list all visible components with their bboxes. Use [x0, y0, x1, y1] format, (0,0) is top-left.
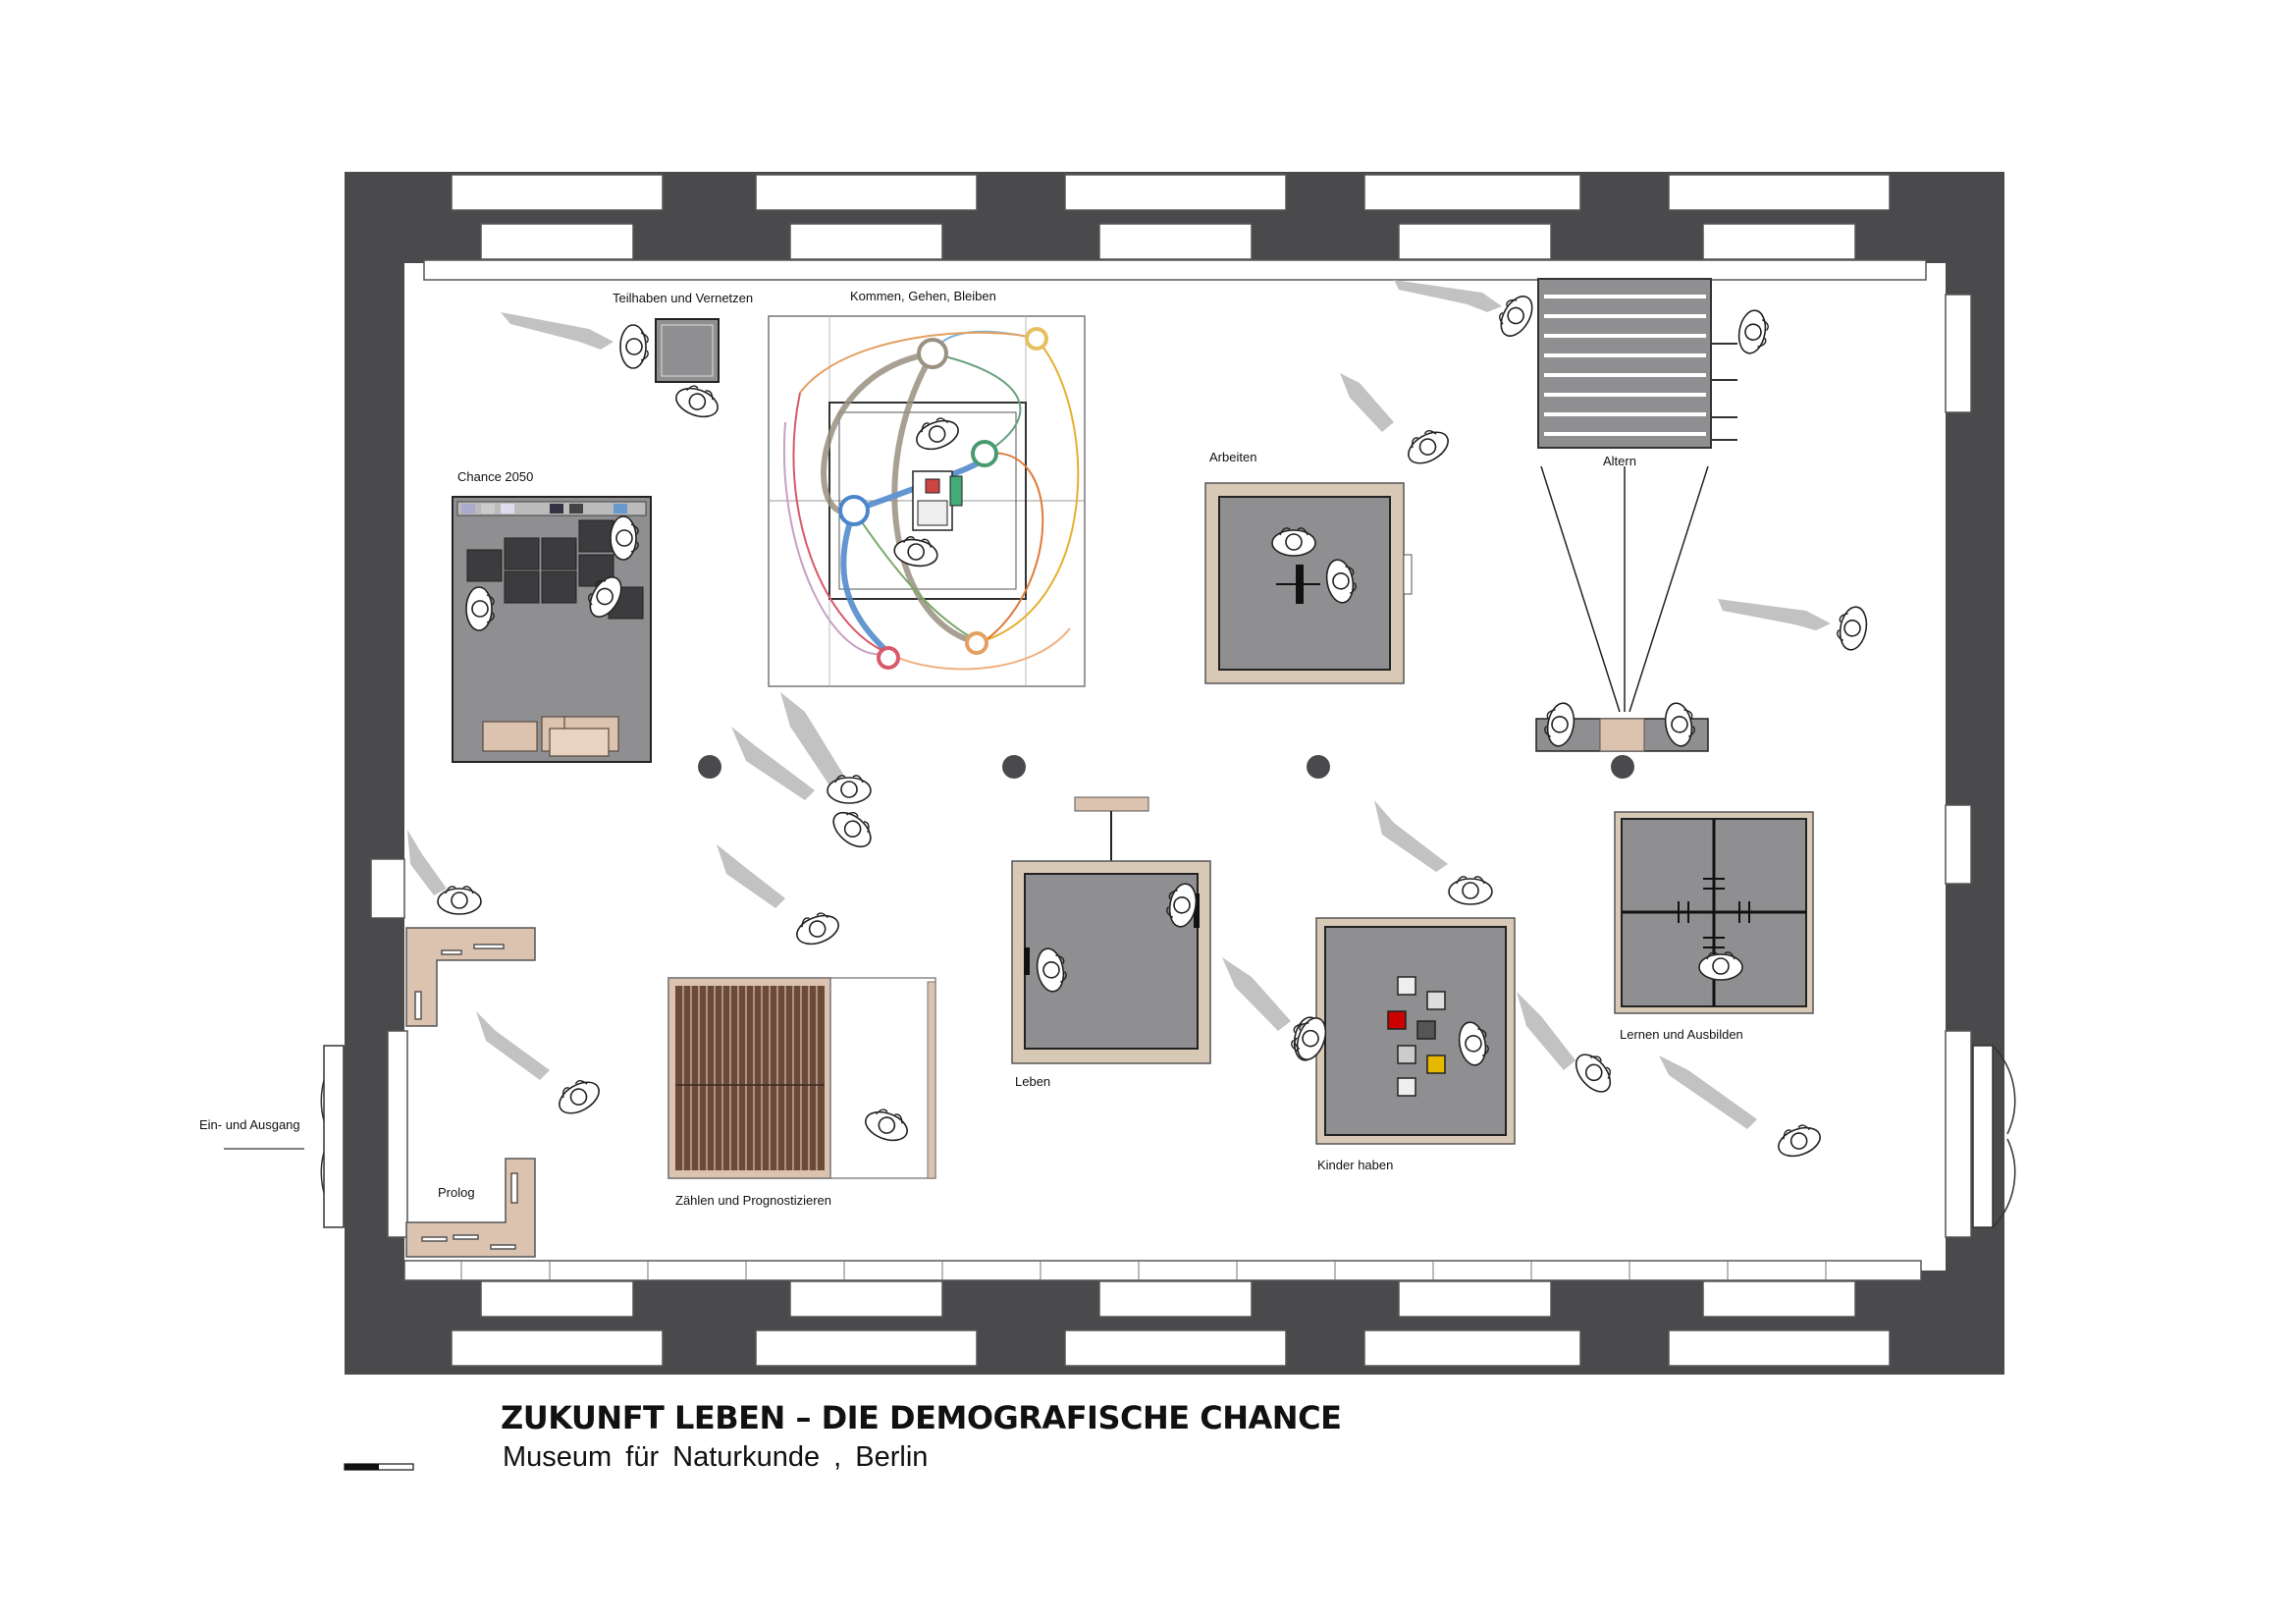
- zone-prolog: [405, 927, 536, 1258]
- label-arbeiten: Arbeiten: [1209, 450, 1256, 464]
- zone-lernen: [1614, 811, 1814, 1014]
- label-teilhaben: Teilhaben und Vernetzen: [613, 291, 753, 305]
- page-subtitle: Museum für Naturkunde , Berlin: [503, 1441, 929, 1473]
- label-prolog: Prolog: [438, 1185, 475, 1200]
- building-walls: [345, 172, 2004, 1375]
- label-kinder: Kinder haben: [1317, 1158, 1393, 1172]
- zone-arbeiten: [1204, 482, 1413, 684]
- columns: [698, 755, 1634, 779]
- entrance-door: [320, 1045, 345, 1228]
- page-title: ZUKUNFT LEBEN – DIE DEMOGRAFISCHE CHANCE: [501, 1399, 1342, 1436]
- zone-zaehlen: [667, 977, 936, 1179]
- entrance-label: Ein- und Ausgang: [199, 1117, 300, 1132]
- label-lernen: Lernen und Ausbilden: [1620, 1027, 1743, 1042]
- label-leben: Leben: [1015, 1074, 1050, 1089]
- scale-bar: [344, 1463, 414, 1471]
- label-kommen: Kommen, Gehen, Bleiben: [850, 289, 996, 303]
- zone-kinder: [1315, 917, 1516, 1145]
- label-altern: Altern: [1603, 454, 1636, 468]
- label-chance: Chance 2050: [457, 469, 533, 484]
- zone-teilhaben: [655, 318, 720, 383]
- right-door: [1972, 1045, 2016, 1228]
- zone-kommen: [768, 315, 1086, 687]
- label-zaehlen: Zählen und Prognostizieren: [675, 1193, 831, 1208]
